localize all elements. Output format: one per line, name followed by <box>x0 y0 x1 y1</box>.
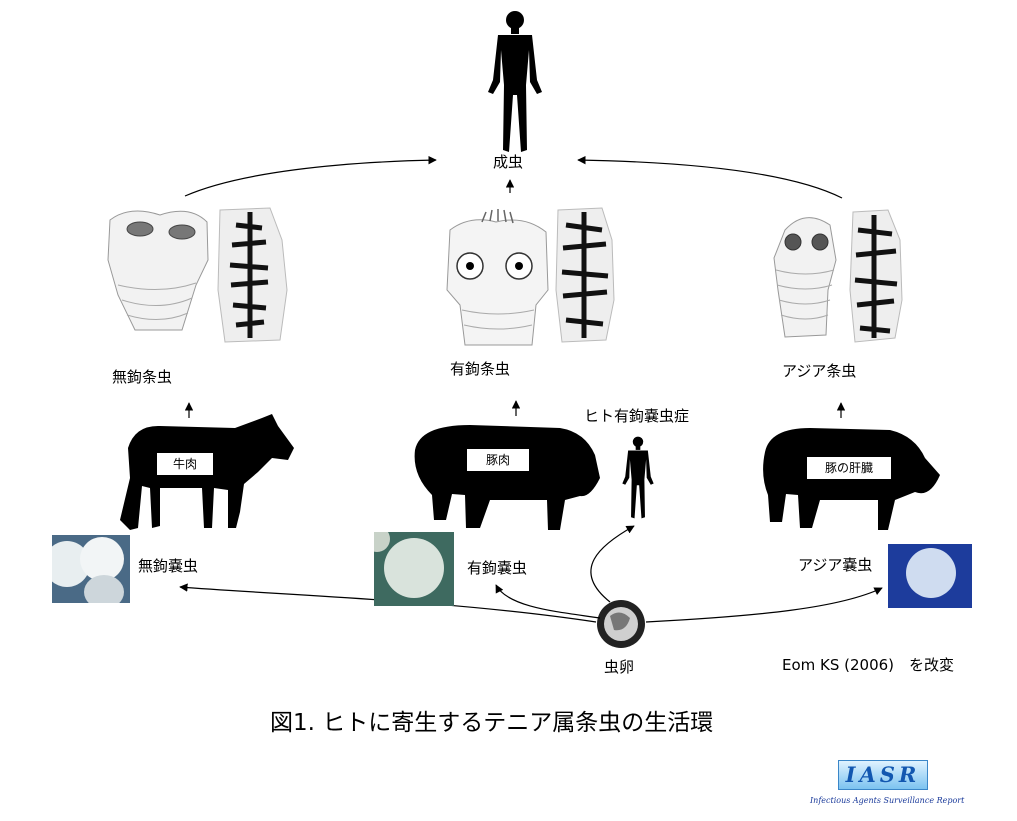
label-human-cysticercosis: ヒト有鉤嚢虫症 <box>584 407 690 425</box>
pork-cysticercus-photo <box>374 532 454 606</box>
human-silhouette-icon <box>488 11 542 152</box>
tapeworm-scolex-icon <box>107 210 209 331</box>
egg-icon <box>597 600 645 648</box>
iasr-logo: IASR <box>838 760 928 790</box>
tapeworm-scolex-icon <box>446 209 549 346</box>
human-silhouette-icon <box>622 436 654 519</box>
arrow-egg-to-asian-cysticercus <box>645 587 883 623</box>
tapeworm-proglottid-icon <box>849 209 903 343</box>
arrow-egg-to-human <box>590 525 635 603</box>
label-asian-cysticercus: アジア嚢虫 <box>798 556 873 574</box>
source-credit: Eom KS (2006) を改変 <box>782 656 955 674</box>
iasr-logo-subtitle: Infectious Agents Surveillance Report <box>810 796 965 805</box>
arrow-asian-to-adult <box>577 155 843 199</box>
label-pork-cysticercus: 有鉤嚢虫 <box>467 559 528 577</box>
tapeworm-proglottid-icon <box>217 207 288 343</box>
label-pork-tapeworm: 有鉤条虫 <box>450 360 511 378</box>
asian-cysticercus-photo <box>888 544 972 608</box>
label-beef-cysticercus: 無鉤嚢虫 <box>138 557 199 575</box>
tapeworm-proglottid-icon <box>555 207 615 343</box>
tapeworm-scolex-icon <box>773 217 837 338</box>
label-beef-tapeworm: 無鉤条虫 <box>112 368 173 386</box>
label-pig-liver: 豚の肝臓 <box>806 456 892 480</box>
label-beef: 牛肉 <box>156 452 214 476</box>
pig-silhouette-icon <box>414 425 600 530</box>
beef-cysticercus-photo <box>52 535 130 603</box>
label-pork: 豚肉 <box>466 448 530 472</box>
label-adult: 成虫 <box>493 153 524 171</box>
label-egg: 虫卵 <box>604 658 635 676</box>
label-asian-tapeworm: アジア条虫 <box>782 362 857 380</box>
arrow-beef-to-adult <box>184 155 437 197</box>
arrow-egg-to-beef-cysticercus <box>179 583 597 623</box>
figure-title: 図1. ヒトに寄生するテニア属条虫の生活環 <box>270 710 714 736</box>
arrow-egg-to-pork-cysticercus <box>495 584 601 619</box>
